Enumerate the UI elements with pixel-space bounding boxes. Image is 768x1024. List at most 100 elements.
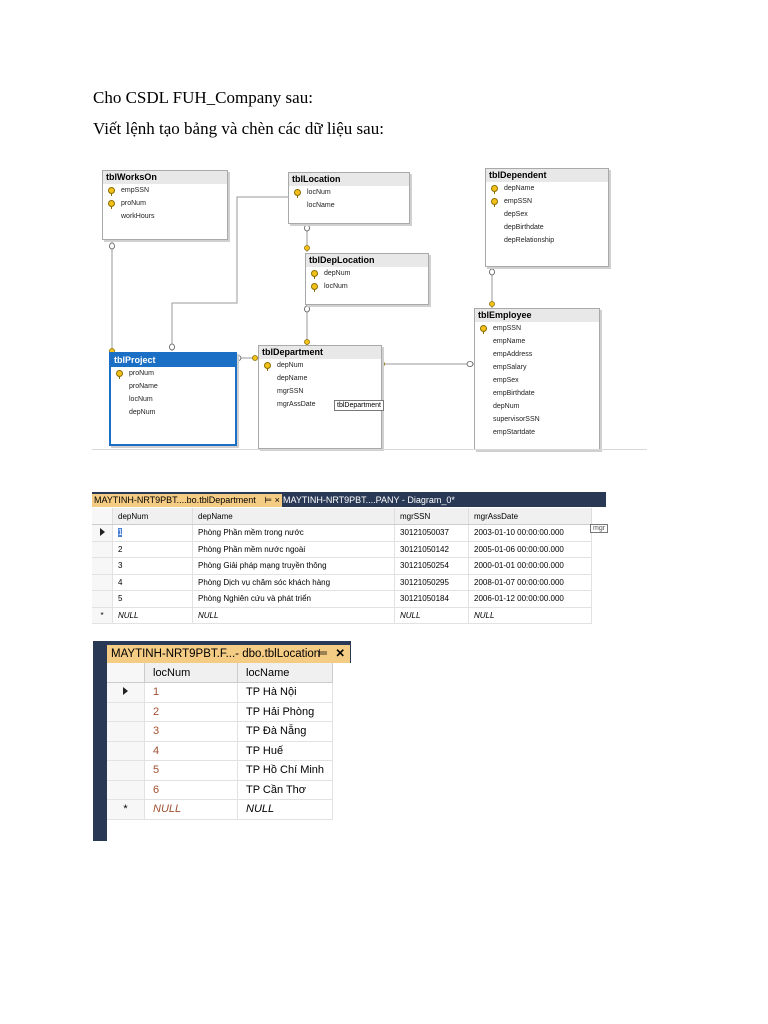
row-selector-header[interactable] bbox=[107, 663, 145, 683]
table-column[interactable]: depSex bbox=[486, 208, 608, 221]
table-cell[interactable]: 6 bbox=[144, 780, 238, 800]
table-column[interactable]: depName bbox=[259, 372, 381, 385]
table-cell[interactable]: 30121050037 bbox=[394, 524, 469, 542]
table-cell[interactable]: 2005-01-06 00:00:00.000 bbox=[468, 541, 592, 558]
table-cell[interactable]: Phòng Phần mềm trong nước bbox=[192, 524, 395, 542]
table-cell[interactable]: 3 bbox=[144, 721, 238, 742]
null-cell[interactable]: NULL bbox=[112, 607, 193, 624]
table-cell[interactable]: 2000-01-01 00:00:00.000 bbox=[468, 557, 592, 575]
table-cell[interactable]: 2 bbox=[144, 702, 238, 722]
row-selector[interactable] bbox=[107, 780, 145, 800]
table-column[interactable]: empAddress bbox=[475, 348, 599, 361]
table-column[interactable]: proName bbox=[111, 380, 235, 393]
row-selector[interactable] bbox=[107, 682, 145, 703]
column-header-mgrssn[interactable]: mgrSSN bbox=[394, 508, 469, 525]
table-column[interactable]: locNum bbox=[306, 280, 428, 293]
table-column[interactable]: empSSN bbox=[486, 195, 608, 208]
column-header-depname[interactable]: depName bbox=[192, 508, 395, 525]
column-header-mgrassdate[interactable]: mgrAssDate bbox=[468, 508, 592, 525]
new-row-marker[interactable]: * bbox=[107, 799, 145, 820]
table-column[interactable]: locNum bbox=[289, 186, 409, 199]
row-selector[interactable] bbox=[92, 590, 113, 608]
table-column[interactable]: empBirthdate bbox=[475, 387, 599, 400]
close-icon[interactable]: × bbox=[274, 495, 280, 505]
new-row-marker[interactable]: * bbox=[92, 607, 113, 624]
row-selector[interactable] bbox=[107, 702, 145, 722]
table-column[interactable]: proNum bbox=[111, 367, 235, 380]
row-selector[interactable] bbox=[107, 760, 145, 781]
pin-icon[interactable]: ⊨ bbox=[264, 495, 273, 505]
table-column[interactable]: depName bbox=[486, 182, 608, 195]
table-cell[interactable]: 2 bbox=[112, 541, 193, 558]
table-cell[interactable]: TP Hải Phòng bbox=[237, 702, 333, 722]
table-cell[interactable]: TP Huế bbox=[237, 741, 333, 761]
table-column[interactable]: empStartdate bbox=[475, 426, 599, 439]
table-cell[interactable]: TP Đà Nẵng bbox=[237, 721, 333, 742]
table-cell[interactable]: 2006-01-12 00:00:00.000 bbox=[468, 590, 592, 608]
close-icon[interactable]: ✕ bbox=[335, 648, 345, 660]
table-column[interactable]: empName bbox=[475, 335, 599, 348]
table-cell[interactable]: 1 bbox=[112, 524, 193, 542]
table-column[interactable]: supervisorSSN bbox=[475, 413, 599, 426]
table-cell[interactable]: TP Hồ Chí Minh bbox=[237, 760, 333, 781]
tab-tbldepartment[interactable]: MAYTINH-NRT9PBT....bo.tblDepartment ⊨ × bbox=[92, 494, 282, 507]
row-selector-header[interactable] bbox=[92, 508, 113, 525]
table-cell[interactable]: 30121050142 bbox=[394, 541, 469, 558]
table-cell[interactable]: 3 bbox=[112, 557, 193, 575]
table-cell[interactable]: 30121050295 bbox=[394, 574, 469, 591]
null-cell[interactable]: NULL bbox=[394, 607, 469, 624]
table-cell[interactable]: 2008-01-07 00:00:00.000 bbox=[468, 574, 592, 591]
row-selector[interactable] bbox=[92, 574, 113, 591]
table-cell[interactable]: 30121050184 bbox=[394, 590, 469, 608]
row-selector[interactable] bbox=[92, 541, 113, 558]
tab-tbllocation[interactable]: MAYTINH-NRT9PBT.F...- dbo.tblLocation ⊨ … bbox=[107, 645, 350, 663]
table-cell[interactable]: 2003-01-10 00:00:00.000 bbox=[468, 524, 592, 542]
column-header-locnum[interactable]: locNum bbox=[144, 663, 238, 683]
table-column[interactable]: depRelationship bbox=[486, 234, 608, 247]
table-column[interactable]: depNum bbox=[475, 400, 599, 413]
column-header-locname[interactable]: locName bbox=[237, 663, 333, 683]
table-column[interactable]: empSSN bbox=[475, 322, 599, 335]
pin-icon[interactable]: ⊨ bbox=[317, 648, 328, 660]
table-cell[interactable]: Phòng Giải pháp mạng truyền thông bbox=[192, 557, 395, 575]
null-cell[interactable]: NULL bbox=[144, 799, 238, 820]
table-cell[interactable]: 5 bbox=[112, 590, 193, 608]
table-column[interactable]: locNum bbox=[111, 393, 235, 406]
table-column[interactable]: depBirthdate bbox=[486, 221, 608, 234]
table-cell[interactable]: 4 bbox=[144, 741, 238, 761]
row-selector[interactable] bbox=[92, 557, 113, 575]
row-selector[interactable] bbox=[92, 524, 113, 542]
table-cell[interactable]: Phòng Phần mềm nước ngoài bbox=[192, 541, 395, 558]
table-column[interactable]: mgrSSN bbox=[259, 385, 381, 398]
table-column[interactable]: empSex bbox=[475, 374, 599, 387]
null-cell[interactable]: NULL bbox=[192, 607, 395, 624]
tab-diagram[interactable]: MAYTINH-NRT9PBT....PANY - Diagram_0* bbox=[283, 495, 455, 505]
null-cell[interactable]: NULL bbox=[237, 799, 333, 820]
column-header-depnum[interactable]: depNum bbox=[112, 508, 193, 525]
table-column[interactable]: mgrAssDate bbox=[259, 398, 381, 411]
table-column[interactable]: depNum bbox=[306, 267, 428, 280]
table-cell[interactable]: TP Cần Thơ bbox=[237, 780, 333, 800]
table-column[interactable]: empSSN bbox=[103, 184, 227, 197]
table-cell[interactable]: TP Hà Nội bbox=[237, 682, 333, 703]
table-column[interactable]: empSalary bbox=[475, 361, 599, 374]
row-selector[interactable] bbox=[107, 721, 145, 742]
